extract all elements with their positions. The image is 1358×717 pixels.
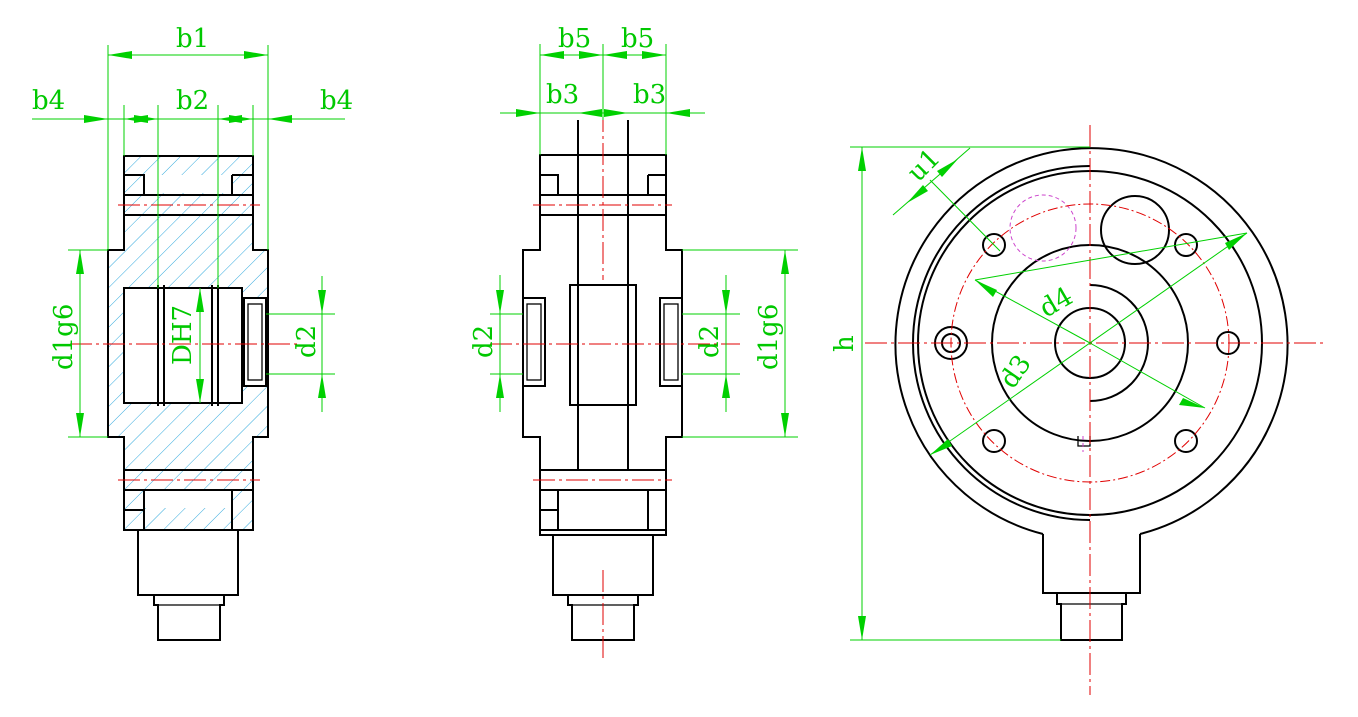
front-hidden (1009, 194, 1084, 452)
dim-u1: u1 (902, 143, 947, 188)
section-view: b1 b2 b4 b4 d1g6 DH7 d2 (32, 24, 353, 641)
dim-b5-right: b5 (621, 24, 654, 54)
front-outline (894, 147, 1289, 641)
dim-b4-left: b4 (32, 86, 65, 116)
dim-d4: d4 (1035, 281, 1079, 324)
dim-d1g6: d1g6 (49, 304, 79, 370)
front-dimensions (850, 146, 1248, 641)
dim-d3: d3 (994, 350, 1038, 394)
dim-b3-left: b3 (546, 80, 579, 110)
dim-b5-left: b5 (558, 24, 591, 54)
front-centerlines (865, 125, 1325, 695)
dim-d2-left: d2 (469, 325, 499, 358)
side-centerlines (490, 110, 740, 660)
dim-d2-right: d2 (695, 325, 725, 358)
dim-b2: b2 (176, 86, 209, 116)
dim-d1g6-side: d1g6 (754, 304, 784, 370)
section-dimensions (32, 45, 345, 438)
section-hatch (108, 156, 268, 530)
section-centerlines (70, 204, 300, 481)
dim-h: h (830, 335, 860, 352)
dim-dh7: DH7 (168, 305, 198, 365)
side-dimensions (490, 44, 798, 438)
dim-b4-right: b4 (320, 86, 353, 116)
dim-d2: d2 (292, 325, 322, 358)
section-outline (107, 155, 269, 641)
dim-b3-right: b3 (633, 80, 666, 110)
dim-b1: b1 (176, 24, 209, 54)
front-view: h u1 d4 d3 (830, 125, 1325, 695)
side-outline (522, 120, 683, 641)
side-view: b5 b5 b3 b3 d2 d2 d1g6 (469, 24, 798, 660)
